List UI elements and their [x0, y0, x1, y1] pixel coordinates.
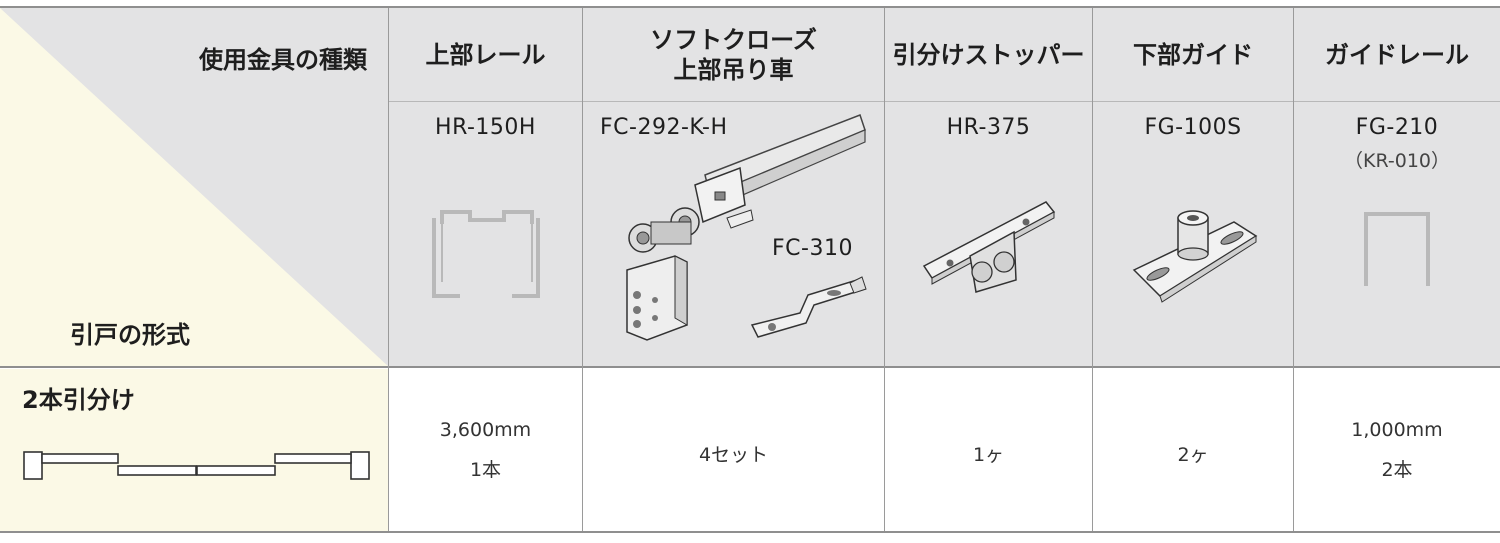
model-guide-rail: FG-210 [1355, 115, 1439, 140]
door-type-label: 引戸の形式 [70, 321, 190, 349]
qty-upper-rail: 3,600mm 1本 [389, 410, 582, 490]
col-divider-5 [1293, 8, 1294, 531]
qty-soft-close-roller: 4セット [583, 435, 884, 475]
qty-guide-rail: 1,000mm 2本 [1294, 410, 1500, 490]
model-upper-rail: HR-150H [435, 115, 536, 140]
lower-guide-icon [1132, 210, 1258, 303]
qty-guide-rail-length: 1,000mm [1351, 419, 1443, 441]
header-sub-rule [389, 101, 1500, 102]
table-top-rule [0, 6, 1500, 8]
qty-stopper: 1ヶ [885, 435, 1092, 475]
model-guide-rail-alt: （KR-010） [1343, 150, 1450, 172]
bi-parting-door-diagram-icon [23, 451, 370, 480]
qty-lower-guide-count: 2ヶ [1177, 444, 1209, 466]
header-stopper: 引分けストッパー [892, 40, 1085, 69]
header-lower-guide: 下部ガイド [1133, 40, 1253, 69]
qty-upper-rail-count: 1本 [469, 459, 502, 481]
qty-stopper-count: 1ヶ [972, 444, 1005, 466]
qty-soft-close-roller-sets: 4セット [698, 444, 769, 466]
header-bottom-rule [0, 366, 1500, 368]
header-guide-rail: ガイドレール [1325, 40, 1469, 69]
guide-rail-profile-icon [1364, 212, 1430, 286]
stopper-plate-icon [922, 201, 1056, 293]
upper-rail-profile-icon [432, 210, 540, 298]
model-stopper: HR-375 [946, 115, 1031, 140]
qty-lower-guide: 2ヶ [1093, 435, 1293, 475]
header-soft-close-roller: ソフトクローズ 上部吊り車 [583, 8, 884, 101]
header-upper-rail: 上部レール [425, 40, 546, 69]
qty-upper-rail-length: 3,600mm [439, 419, 532, 441]
qty-guide-rail-count: 2本 [1381, 459, 1413, 481]
table-bottom-rule [0, 531, 1500, 533]
fittings-type-label: 使用金具の種類 [199, 46, 367, 74]
model-soft-close-roller: FC-292-K-H [600, 115, 728, 140]
row-label: 2本引分け [22, 386, 135, 414]
soft-close-roller-icon [626, 114, 866, 341]
col-divider-2 [582, 8, 583, 531]
col-divider-4 [1092, 8, 1093, 531]
fc310-clip-icon [750, 276, 867, 338]
corner-diagonal [0, 8, 389, 367]
header-soft-close-line2: 上部吊り車 [673, 55, 794, 84]
col-divider-3 [884, 8, 885, 531]
model-secondary-roller: FC-310 [772, 236, 853, 261]
header-soft-close-line1: ソフトクローズ [650, 25, 817, 54]
col-divider-1 [388, 8, 389, 531]
row-label-cell-bg [0, 369, 389, 531]
model-lower-guide: FG-100S [1144, 115, 1242, 140]
